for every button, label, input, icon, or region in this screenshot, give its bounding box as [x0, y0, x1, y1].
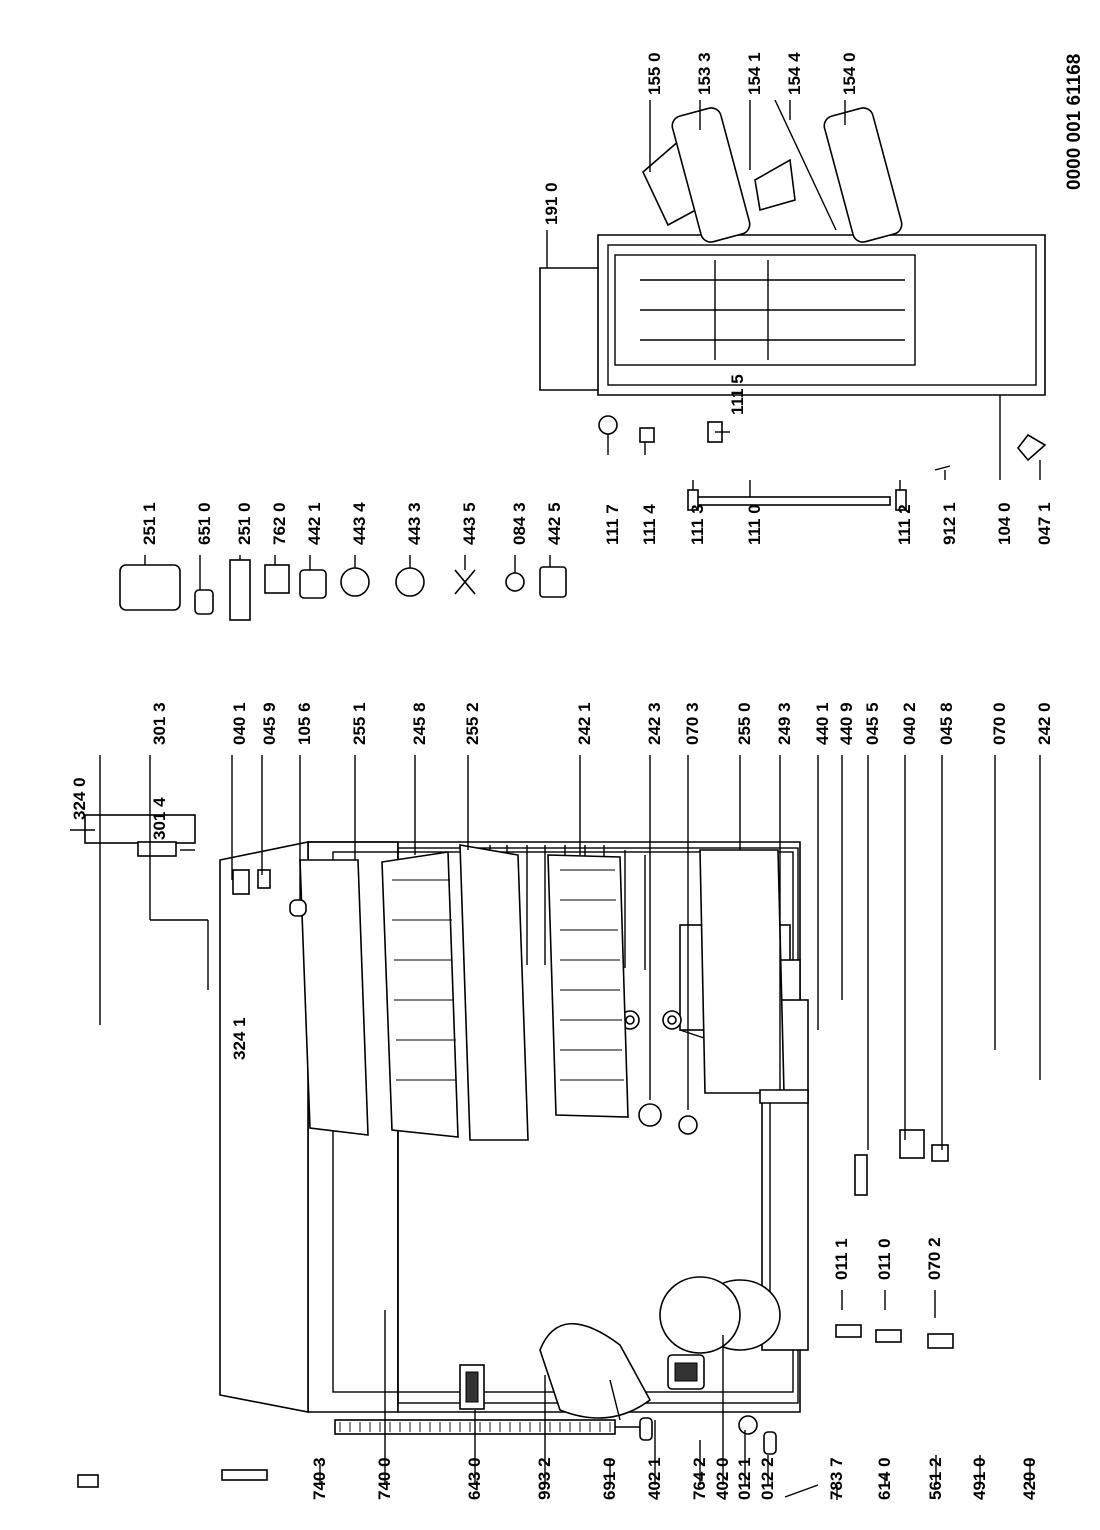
label-614-0: 614 0 — [875, 1457, 894, 1500]
label-105-6: 105 6 — [295, 702, 314, 745]
label-491-0: 491 0 — [970, 1457, 989, 1500]
label-301-4: 301 4 — [150, 797, 169, 840]
label-011-1: 011 1 — [832, 1238, 851, 1280]
label-440-9: 440 9 — [837, 702, 856, 745]
label-040-1: 040 1 — [230, 702, 249, 745]
label-762-0: 762 0 — [270, 502, 289, 545]
label-561-2: 561 2 — [926, 1457, 945, 1500]
label-045-8: 045 8 — [937, 702, 956, 745]
label-111-7: 111 7 — [603, 504, 622, 545]
label-154-4: 154 4 — [785, 52, 804, 95]
label-255-2: 255 2 — [463, 702, 482, 745]
label-740-3: 740 3 — [310, 1457, 329, 1500]
leader-lines — [70, 100, 1041, 1500]
label-242-3: 242 3 — [645, 702, 664, 745]
label-047-1: 047 1 — [1035, 502, 1054, 545]
label-155-0: 155 0 — [645, 52, 664, 95]
label-011-0: 011 0 — [875, 1238, 894, 1280]
label-402-1: 402 1 — [645, 1457, 664, 1500]
label-301-3: 301 3 — [150, 702, 169, 745]
shelves — [299, 844, 809, 1141]
label-324-0: 324 0 — [70, 777, 89, 820]
label-783-7: 783 7 — [827, 1457, 846, 1500]
document-id: 0000 001 61168 — [1064, 54, 1085, 190]
label-084-3: 084 3 — [510, 502, 529, 545]
label-651-0: 651 0 — [195, 502, 214, 545]
label-249-3: 249 3 — [775, 702, 794, 745]
label-251-1: 251 1 — [140, 502, 159, 545]
accessory-parts — [119, 559, 567, 621]
label-111-3: 111 3 — [688, 504, 707, 545]
label-993-2: 993 2 — [535, 1457, 554, 1500]
label-324-1: 324 1 — [230, 1017, 249, 1060]
label-111-0: 111 0 — [745, 504, 764, 545]
label-402-0: 402 0 — [713, 1457, 732, 1500]
condenser — [334, 1417, 653, 1441]
label-040-2: 040 2 — [900, 702, 919, 745]
label-442-5: 442 5 — [545, 502, 564, 545]
label-420-0: 420 0 — [1020, 1457, 1039, 1500]
main-door — [539, 99, 1047, 511]
label-153-3: 153 3 — [695, 52, 714, 95]
label-912-1: 912 1 — [940, 502, 959, 545]
label-242-0: 242 0 — [1035, 702, 1054, 745]
label-740-0: 740 0 — [375, 1457, 394, 1500]
label-111-2: 111 2 — [895, 504, 914, 545]
label-764-2: 764 2 — [690, 1457, 709, 1500]
label-111-5: 111 5 — [728, 374, 747, 415]
label-251-0: 251 0 — [235, 502, 254, 545]
label-443-4: 443 4 — [350, 502, 369, 545]
label-255-1: 255 1 — [350, 702, 369, 745]
label-191-0: 191 0 — [542, 182, 561, 225]
label-443-3: 443 3 — [405, 502, 424, 545]
label-691-0: 691 0 — [600, 1457, 619, 1500]
label-245-8: 245 8 — [410, 702, 429, 745]
label-045-5: 045 5 — [863, 702, 882, 745]
label-242-1: 242 1 — [575, 702, 594, 745]
label-255-0: 255 0 — [735, 702, 754, 745]
label-111-4: 111 4 — [640, 504, 659, 545]
label-443-5: 443 5 — [460, 502, 479, 545]
label-154-0: 154 0 — [840, 52, 859, 95]
label-070-3: 070 3 — [683, 702, 702, 745]
label-643-0: 643 0 — [465, 1457, 484, 1500]
part-labels: 740 3 740 0 643 0 993 2 691 0 402 1 764 … — [70, 52, 1085, 1500]
label-070-0: 070 0 — [990, 702, 1009, 745]
label-012-1: 012 1 — [735, 1457, 754, 1500]
label-070-2: 070 2 — [925, 1237, 944, 1280]
door-parts — [77, 814, 954, 1488]
label-442-1: 442 1 — [305, 502, 324, 545]
label-104-0: 104 0 — [995, 502, 1014, 545]
label-045-9: 045 9 — [260, 702, 279, 745]
label-154-1: 154 1 — [745, 52, 764, 95]
label-440-1: 440 1 — [813, 702, 832, 745]
label-012-2: 012 2 — [758, 1457, 777, 1500]
